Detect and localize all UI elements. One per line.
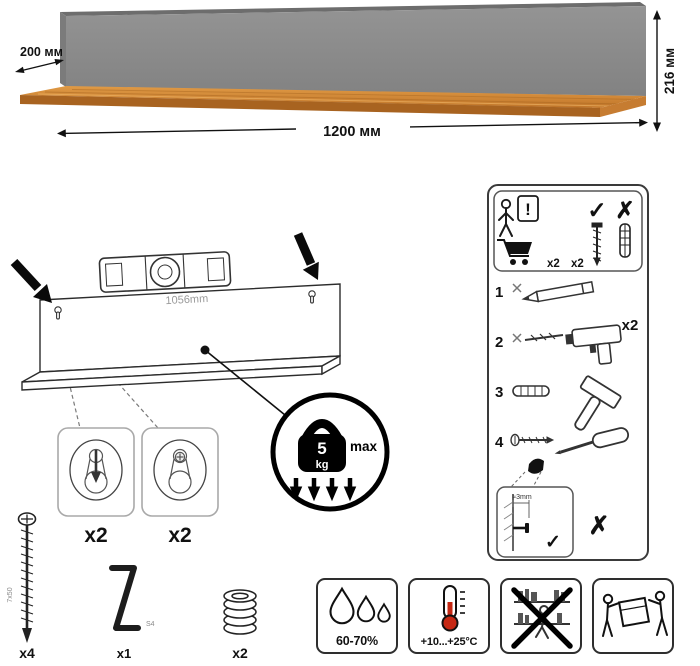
droplets-icon [329, 586, 391, 625]
protrusion-note: ≈3mm [512, 494, 532, 501]
mounting-diagram: 1056mm x2 [10, 232, 390, 547]
weight-unit: kg [316, 459, 329, 471]
step-1: 1 [495, 280, 595, 303]
height-label: 216 мм [662, 48, 677, 94]
person-icon [498, 198, 514, 237]
shelf-render: 200 мм 1200 мм 216 мм [15, 2, 677, 140]
screwdriver-icon [554, 427, 630, 455]
keyhole-right-qty: x2 [168, 524, 191, 547]
hex-key-size-label: S4 [146, 621, 155, 628]
wall-mark-icon [512, 333, 522, 343]
pencil-icon [521, 280, 595, 303]
shelf-line-drawing [21, 283, 341, 391]
hammer-icon [574, 375, 622, 431]
thermometer-icon [441, 585, 465, 632]
two-person-carry-icon [602, 590, 668, 637]
wood-shelf [20, 86, 646, 117]
no-climbing-box [500, 578, 582, 654]
weight-callout-line [200, 345, 286, 416]
step-3: 3 [495, 375, 622, 431]
step-4-number: 4 [495, 434, 504, 451]
panel-qty-label: x2 [622, 317, 639, 334]
purchase-warning-box: ! x2 x2 ✓ ✗ [493, 190, 643, 272]
wall-plug-type-icon [619, 223, 631, 258]
protrusion-inset: ≈3mm ✓ [496, 486, 574, 558]
step-1-number: 1 [495, 284, 503, 301]
wall-mark-icon [512, 283, 522, 293]
keyhole-detail-left: x2 [57, 427, 135, 547]
step-2: 2 [495, 324, 622, 365]
caps-qty-label: x2 [232, 645, 248, 661]
step-4: 4 [495, 427, 630, 488]
humidity-box: 60-70% [316, 578, 398, 654]
temperature-label: +10...+25°C [420, 636, 478, 648]
inset-cross-icon: ✗ [589, 512, 610, 540]
mount-point-marks [54, 290, 316, 320]
confirmat-screw-icon: 7x50 x4 [7, 512, 37, 661]
cross-icon: ✗ [615, 197, 634, 223]
hardware-items: 7x50 x4 S4 x1 x2 [7, 512, 257, 661]
keyhole-detail-right: x2 [141, 427, 219, 547]
inset-check-icon: ✓ [545, 532, 561, 553]
warning-qty-b: x2 [571, 258, 584, 270]
check-icon: ✓ [587, 197, 606, 223]
weight-value: 5 [317, 439, 326, 458]
cover-caps-icon: x2 [223, 589, 257, 661]
depth-label: 200 мм [20, 45, 63, 59]
slide-down-arrow-icon [91, 450, 101, 483]
attention-icon: ! [517, 195, 539, 222]
team-lift-box [592, 578, 674, 654]
weight-limit-badge: 5 kg max [270, 392, 390, 512]
spirit-level [98, 251, 232, 293]
step-2-number: 2 [495, 334, 503, 351]
width-dimension: 1200 мм [57, 118, 648, 140]
humidity-label: 60-70% [336, 634, 378, 648]
exclamation-label: ! [525, 200, 531, 219]
keyhole-left-qty: x2 [84, 524, 107, 547]
no-climbing-icon [511, 587, 573, 649]
load-direction-arrows [289, 478, 357, 502]
keyhole-screw-icon [168, 448, 192, 494]
temperature-box: +10...+25°C [408, 578, 490, 654]
wall-fixing-panel: ! x2 x2 ✓ ✗ 1 [487, 184, 649, 561]
kettlebell-icon: 5 kg [298, 419, 346, 472]
warning-qty-a: x2 [547, 258, 560, 270]
hand-press-icon [528, 458, 544, 474]
cart-icon [497, 239, 532, 265]
step-3-number: 3 [495, 384, 503, 401]
prohibition-cross [511, 587, 573, 649]
hex-key-icon: S4 x1 [109, 565, 155, 661]
height-dimension: 216 мм [653, 10, 677, 132]
screw-icon [510, 433, 555, 447]
screw-type-icon [591, 222, 603, 267]
width-label: 1200 мм [323, 124, 381, 140]
mount-spacing-label: 1056mm [165, 293, 208, 307]
back-panel [60, 2, 646, 96]
weight-max-label: max [350, 439, 378, 454]
wall-plug-icon [512, 385, 550, 397]
depth-dimension: 200 мм [15, 45, 64, 73]
screw-qty-label: x4 [19, 645, 35, 661]
drill-bit-icon [524, 332, 564, 342]
screw-size-label: 7x50 [7, 587, 14, 602]
hex-key-qty-label: x1 [117, 646, 131, 661]
mount-arrow-left [10, 258, 52, 303]
drill-icon [565, 324, 622, 365]
mount-arrow-right [293, 232, 319, 280]
inset-leader-lines [510, 471, 542, 488]
